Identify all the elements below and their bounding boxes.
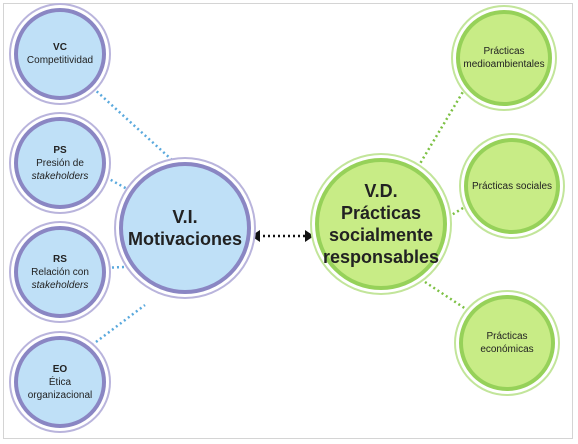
node-vi-motivaciones: V.I. Motivaciones — [119, 162, 251, 294]
connector-medioambientales — [416, 79, 472, 168]
node-eo-label-2: organizacional — [27, 389, 93, 401]
node-ps-code: PS — [53, 144, 67, 156]
node-vd-line2: Prácticas — [340, 203, 422, 223]
arrow-head-left-icon — [251, 230, 260, 242]
connector-economicas — [424, 280, 476, 317]
node-vd-practicas: V.D. Prácticas socialmente responsables — [315, 158, 447, 290]
node-economicas-line1: Prácticas — [486, 331, 528, 342]
node-ps-label: Presión de — [36, 157, 84, 169]
node-vc-label: Competitividad — [26, 55, 94, 66]
node-ps: PS Presión de stakeholders — [14, 117, 106, 209]
node-eo-label-1: Ética — [48, 376, 72, 388]
node-vi-title: Motivaciones — [127, 229, 243, 249]
node-sociales-line1: Prácticas sociales — [471, 180, 553, 192]
node-economicas: Prácticas económicas — [459, 295, 555, 391]
node-vi-code: V.I. — [172, 207, 198, 227]
connector-vc — [92, 87, 173, 161]
diagram-frame — [3, 3, 573, 439]
node-medioambientales-line2: medioambientales — [463, 59, 545, 70]
connector-ps — [101, 173, 139, 197]
node-eo: EO Ética organizacional — [14, 336, 106, 428]
node-vd-line3: socialmente — [328, 225, 434, 245]
arrow-head-right-icon — [305, 230, 314, 242]
node-economicas-line2: económicas — [480, 344, 534, 355]
node-rs-italic: stakeholders — [31, 279, 89, 291]
node-medioambientales-line1: Prácticas — [483, 46, 525, 57]
node-vc: VC Competitividad — [14, 8, 106, 100]
node-eo-code: EO — [52, 363, 68, 375]
connector-eo — [91, 304, 146, 346]
node-ps-italic: stakeholders — [31, 170, 89, 182]
node-rs-label: Relación con — [31, 266, 89, 278]
node-sociales: Prácticas sociales — [464, 138, 560, 234]
node-rs: RS Relación con stakeholders — [14, 226, 106, 318]
node-rs-code: RS — [53, 253, 67, 265]
node-vd-line4: responsables — [322, 247, 440, 267]
node-medioambientales: Prácticas medioambientales — [456, 10, 552, 106]
node-vc-code: VC — [53, 42, 67, 53]
node-vd-code: V.D. — [364, 181, 398, 201]
